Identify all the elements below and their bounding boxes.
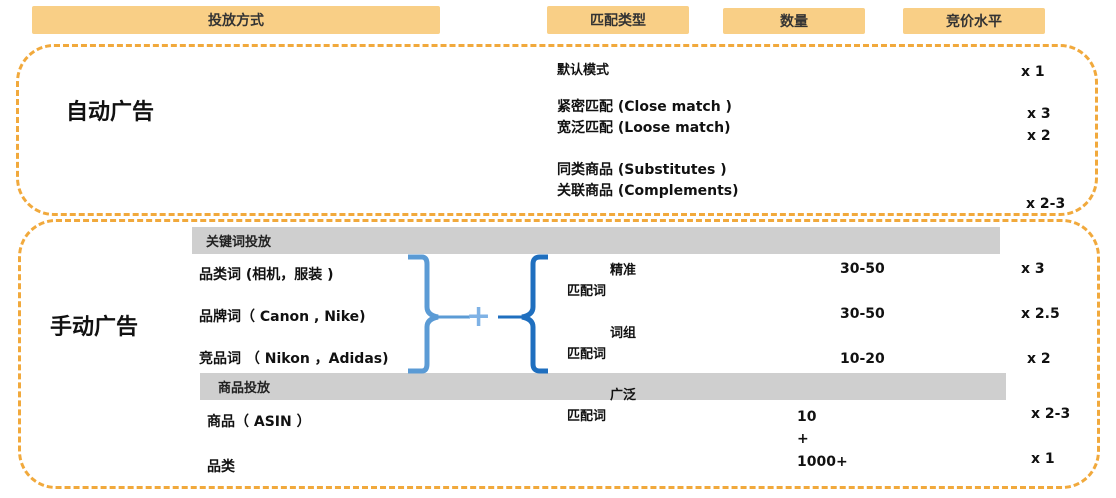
auto-bid-substitutes: x 2-3: [1026, 196, 1066, 212]
auto-bid-close: x 3: [1027, 106, 1051, 122]
quantity-product-plus: +: [797, 431, 809, 447]
manual-bid-exact: x 3: [1021, 261, 1045, 277]
manual-bid-category: x 1: [1031, 451, 1055, 467]
product-asin: 商品（ ASIN ）: [207, 414, 311, 430]
match-broad-suffix: 匹配词: [567, 409, 607, 424]
header-match-type: 匹配类型: [547, 6, 689, 34]
auto-loose-match: 宽泛匹配 (Loose match): [557, 120, 731, 136]
keyword-category: 品类词 (相机，服装 ): [199, 267, 334, 283]
left-bracket-icon: [408, 254, 439, 374]
header-quantity: 数量: [723, 8, 865, 34]
quantity-broad: 10-20: [840, 351, 885, 367]
quantity-product-max: 1000+: [797, 454, 848, 470]
auto-bid-loose: x 2: [1027, 128, 1051, 144]
product-section-bar: 商品投放: [200, 373, 1006, 400]
auto-complements: 关联商品 (Complements): [557, 183, 739, 199]
auto-substitutes: 同类商品 (Substitutes ): [557, 162, 727, 178]
match-phrase-suffix: 匹配词: [567, 347, 607, 362]
quantity-exact: 30-50: [840, 261, 885, 277]
plus-icon: +: [466, 299, 492, 334]
auto-default-mode: 默认模式: [557, 63, 610, 78]
match-phrase-label: 词组: [610, 326, 637, 341]
keyword-brand: 品牌词（ Canon , Nike): [199, 309, 366, 325]
quantity-phrase: 30-50: [840, 306, 885, 322]
manual-bid-asin: x 2-3: [1031, 406, 1071, 422]
manual-ads-box: [18, 219, 1100, 489]
auto-bid-default: x 1: [1021, 64, 1045, 80]
quantity-product-min: 10: [797, 409, 817, 425]
right-bracket-icon: [521, 254, 548, 374]
header-method: 投放方式: [32, 6, 440, 34]
keyword-competitor: 竞品词 （ Nikon ，Adidas): [199, 351, 389, 367]
header-bid-level: 竞价水平: [903, 8, 1045, 34]
product-category: 品类: [207, 459, 235, 475]
keyword-section-bar: 关键词投放: [192, 227, 1000, 254]
match-exact-suffix: 匹配词: [567, 284, 607, 299]
manual-bid-phrase: x 2.5: [1021, 306, 1060, 322]
manual-ads-title: 手动广告: [50, 315, 139, 340]
match-broad-label: 广泛: [610, 388, 637, 403]
manual-bid-broad: x 2: [1027, 351, 1051, 367]
auto-ads-title: 自动广告: [66, 100, 155, 125]
bracket-connector: [408, 254, 548, 374]
auto-close-match: 紧密匹配 (Close match ): [557, 99, 732, 115]
match-exact-label: 精准: [610, 263, 637, 278]
auto-ads-box: [16, 44, 1098, 216]
